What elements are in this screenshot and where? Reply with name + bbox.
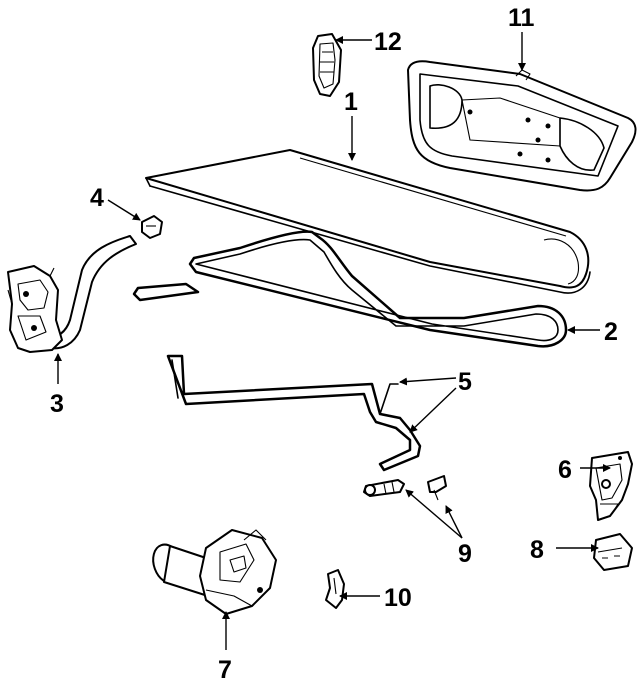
callout-4: 4 <box>90 184 104 212</box>
weatherstrip-part[interactable] <box>132 230 568 348</box>
clip-part[interactable] <box>325 569 345 609</box>
callout-8: 8 <box>530 536 544 564</box>
callout-9: 9 <box>458 540 472 568</box>
callout-5: 5 <box>458 368 472 396</box>
leader-lines <box>54 32 611 650</box>
callout-7: 7 <box>218 656 232 684</box>
torsion-rod-part[interactable] <box>166 354 422 472</box>
latch-part[interactable] <box>589 451 633 521</box>
hinge-part[interactable] <box>7 235 137 353</box>
callout-2: 2 <box>604 318 618 346</box>
bumper-part[interactable] <box>141 215 163 239</box>
lid-inner-panel-part[interactable] <box>407 60 637 192</box>
lock-cylinder-part[interactable] <box>363 475 447 501</box>
release-actuator-part[interactable] <box>148 529 277 615</box>
callout-labels: 1 2 3 4 5 6 7 8 9 10 11 12 <box>50 4 618 684</box>
callout-10: 10 <box>384 584 412 612</box>
striker-part[interactable] <box>593 533 633 571</box>
callout-11: 11 <box>508 4 535 32</box>
trunk-lid-part[interactable] <box>145 149 591 294</box>
emblem-part[interactable] <box>312 33 342 97</box>
callout-12: 12 <box>374 28 402 56</box>
callout-1: 1 <box>344 88 358 116</box>
callout-6: 6 <box>558 456 572 484</box>
callout-3: 3 <box>50 390 64 418</box>
